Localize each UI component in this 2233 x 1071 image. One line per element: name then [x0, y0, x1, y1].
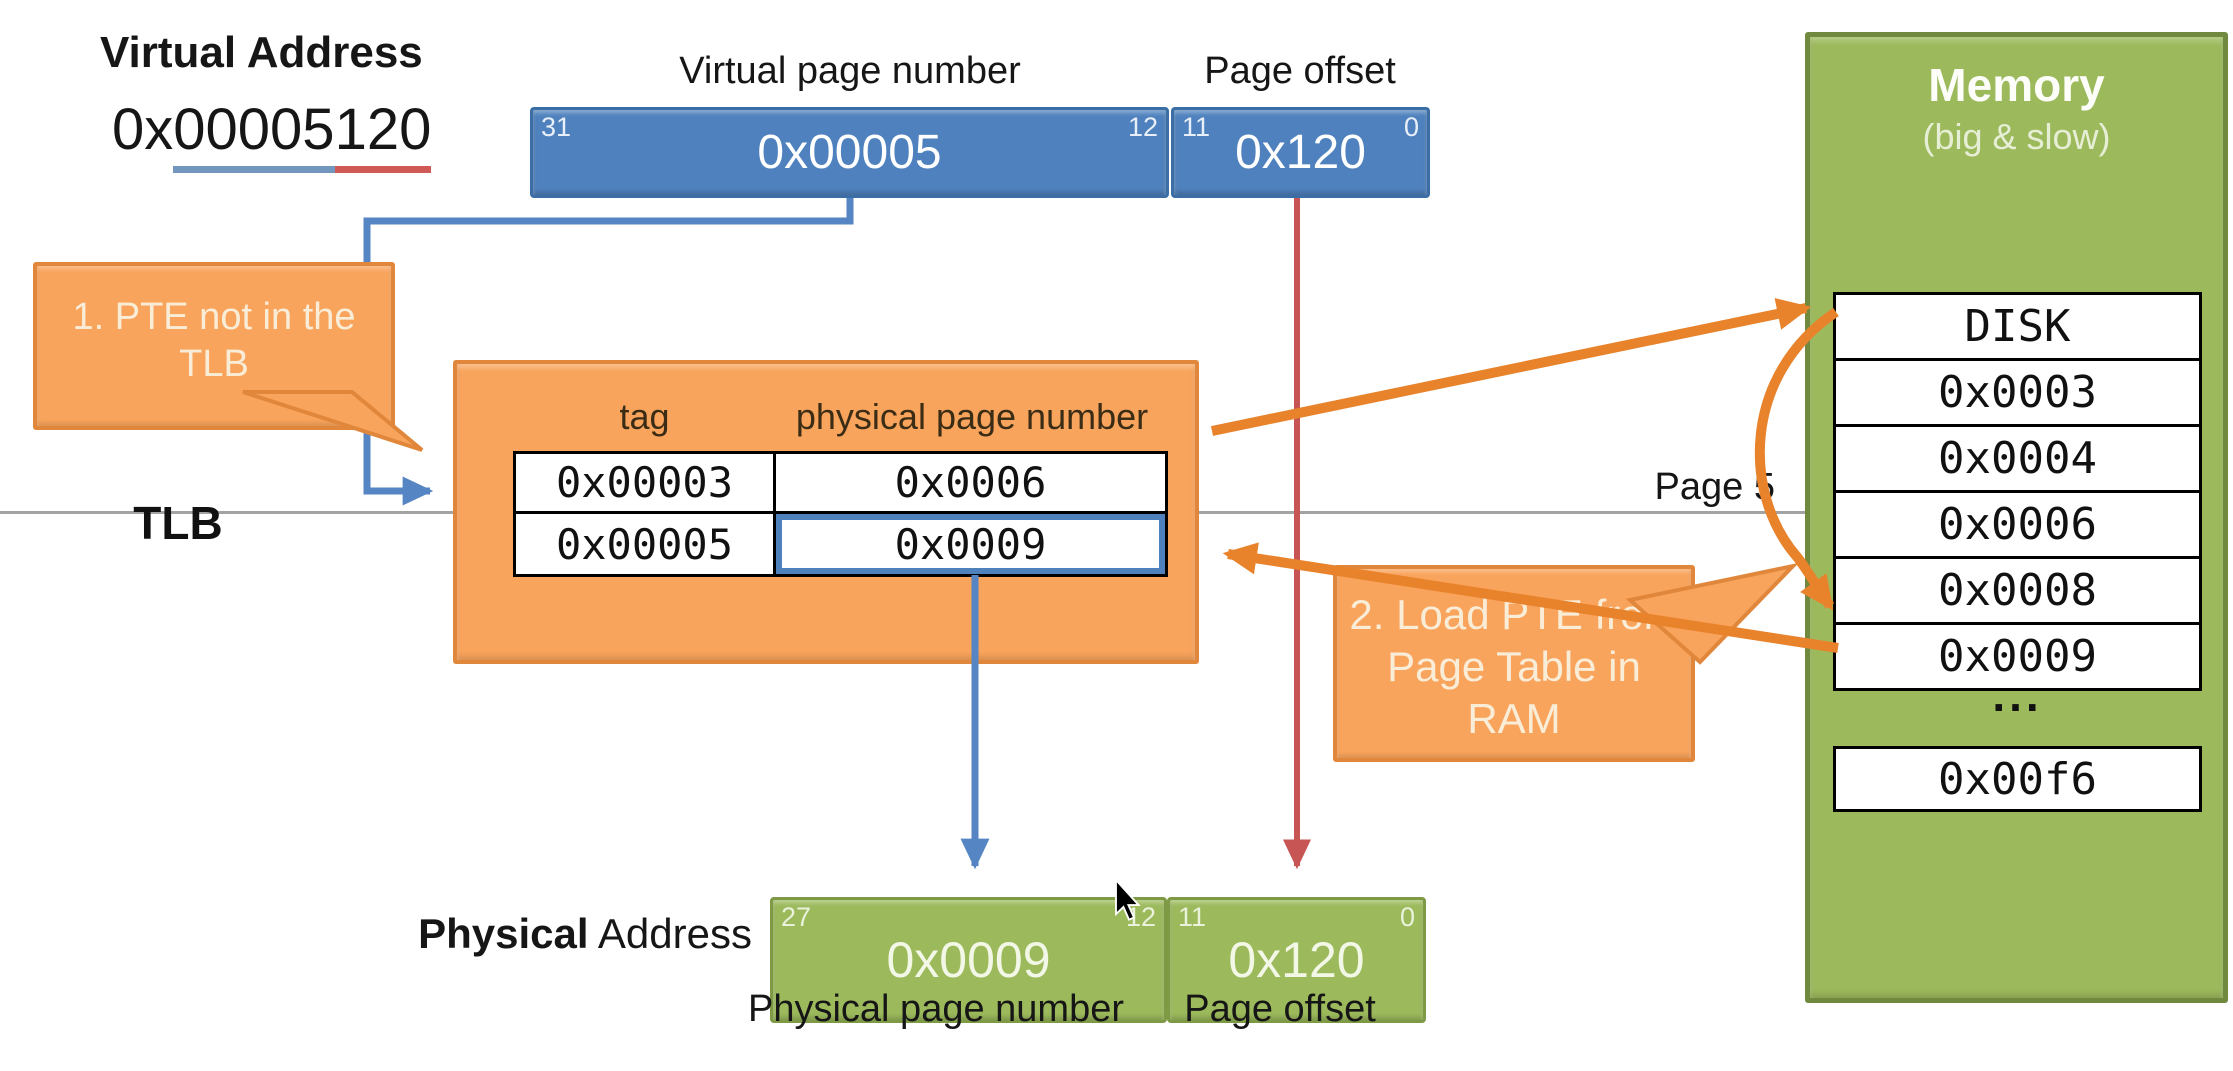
page-table-walk-curve-arrow [1754, 307, 1839, 611]
memory-cell-0x0006: 0x0006 [1833, 490, 2202, 559]
memory-cell-0x0004: 0x0004 [1833, 424, 2202, 493]
memory-cell-disk: DISK [1833, 292, 2202, 361]
mouse-cursor-icon [1115, 877, 1141, 921]
physical-page-number-label: Physical page number [748, 988, 1124, 1030]
vpn-field-label: Virtual page number [679, 50, 1021, 92]
tlb-label: TLB [133, 497, 223, 549]
memory-cell-0x0009: 0x0009 [1833, 622, 2202, 691]
page-offset-field: 11 0x120 0 [1171, 107, 1430, 198]
bit-12-label: 12 [1127, 112, 1158, 142]
physical-page-number-value: 0x0009 [886, 932, 1051, 988]
pa-page-offset-label: Page offset [1184, 988, 1376, 1030]
physical-address-title: Physical Address [340, 910, 752, 958]
page-offset-field-label: Page offset [1204, 50, 1396, 92]
tlb-miss-callout-line1: 1. PTE not in the [72, 296, 356, 338]
tlb-row0-tag: 0x00003 [516, 454, 776, 514]
load-pte-callout-tail [1625, 562, 1799, 665]
vpn-value: 0x00005 [757, 126, 942, 179]
vpn-field: 31 0x00005 12 [530, 107, 1169, 198]
memory-title: Memory [1928, 59, 2105, 111]
physical-offset-value: 0x120 [1228, 932, 1365, 988]
physical-address-title-bold: Physical [418, 910, 589, 957]
bit-0-label: 0 [1403, 112, 1419, 142]
memory-cell-0x0003: 0x0003 [1833, 358, 2202, 427]
load-pte-callout-line2: Page Table in [1387, 643, 1641, 690]
pa-bit-11-label: 11 [1178, 902, 1207, 932]
memory-to-tlb-arrow [1222, 542, 1839, 653]
virtual-address-offset-digits: 120 [334, 97, 432, 173]
tlb-miss-callout: 1. PTE not in the TLB [33, 262, 395, 430]
tlb-row1-ppn-highlighted-cell: 0x0009 [776, 514, 1165, 574]
memory-subtitle: (big & slow) [1922, 116, 2111, 157]
physical-address-title-rest: Address [588, 910, 752, 957]
bit-11-label: 11 [1182, 112, 1211, 142]
virtual-address-title: Virtual Address [100, 28, 423, 77]
bit-31-label: 31 [541, 112, 572, 142]
tlb-column-header-tag: tag [619, 396, 670, 437]
tlb-miss-callout-tail [242, 390, 424, 452]
tlb-column-header-ppn: physical page number [795, 396, 1149, 437]
virtual-address-page-digits: 00005 [173, 97, 335, 173]
memory-cell-0x0008: 0x0008 [1833, 556, 2202, 625]
page-offset-value: 0x120 [1235, 126, 1366, 179]
page5-label: Page 5 [1654, 466, 1775, 508]
bit-27-label: 27 [781, 902, 812, 932]
tlb-row1-tag: 0x00005 [516, 514, 776, 574]
memory-cell-stack: DISK 0x0003 0x0004 0x0006 0x0008 0x0009 [1833, 292, 2202, 691]
load-pte-callout-line3: RAM [1467, 695, 1561, 742]
virtual-address-value: 0x00005120 [112, 96, 432, 173]
memory-cell-0x00f6: 0x00f6 [1833, 746, 2202, 812]
tlb-miss-callout-line2: TLB [179, 343, 249, 385]
tlb-row0-ppn: 0x0006 [776, 454, 1165, 514]
physical-offset-field: 11 0x120 0 [1167, 897, 1426, 1023]
pa-bit-0-label: 0 [1399, 902, 1415, 932]
virtual-address-prefix: 0x [112, 97, 174, 162]
tlb-table: 0x00003 0x0006 0x00005 0x0009 [513, 451, 1168, 577]
memory-ellipsis: ... [1992, 669, 2043, 721]
tlb-to-memory-arrow [1210, 297, 1812, 436]
vpn-to-tlb-arrow [363, 196, 854, 506]
physical-page-number-field: 27 0x0009 12 [770, 897, 1167, 1023]
